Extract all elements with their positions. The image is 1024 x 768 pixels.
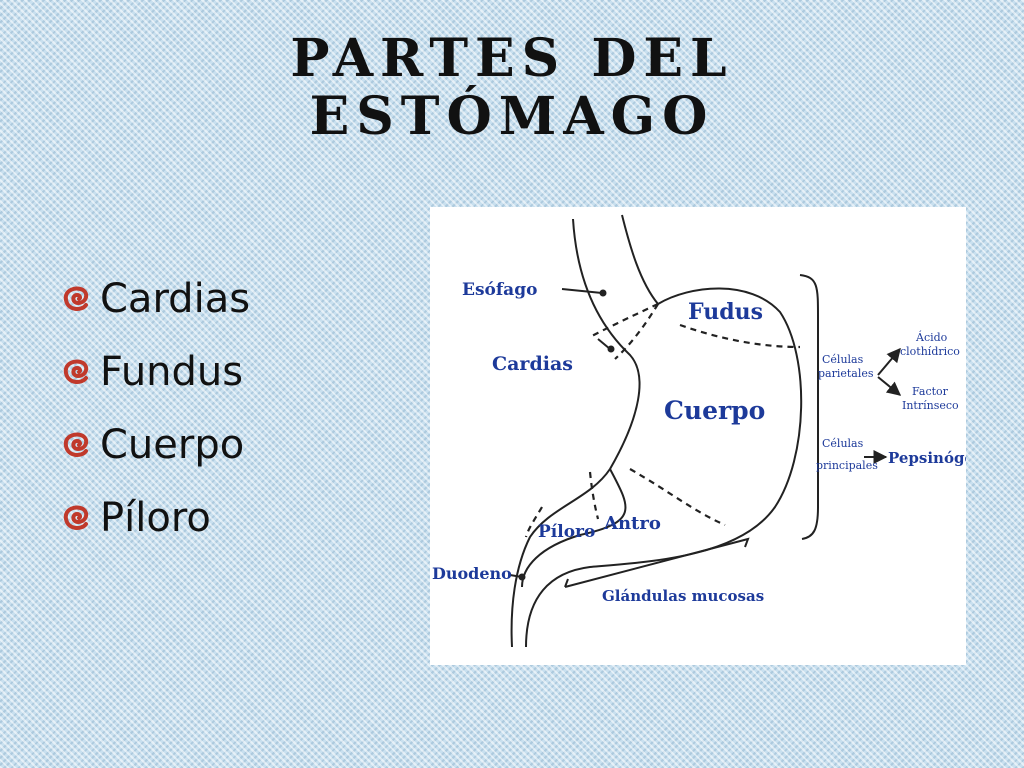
list-item: Píloro bbox=[62, 481, 250, 554]
label-glandulas: Glándulas mucosas bbox=[602, 587, 764, 605]
list-item: Cardias bbox=[62, 262, 250, 335]
list-item: Fundus bbox=[62, 335, 250, 408]
label-factor-1: Factor bbox=[912, 385, 949, 398]
label-piloro: Píloro bbox=[538, 522, 595, 542]
swirl-icon bbox=[63, 431, 89, 457]
stomach-outline bbox=[525, 287, 803, 648]
label-cardias: Cardias bbox=[492, 353, 573, 375]
label-duodeno: Duodeno bbox=[432, 564, 512, 583]
duodenum-inner bbox=[521, 468, 627, 588]
label-celulas-principales-2: principales bbox=[816, 459, 878, 472]
label-celulas-parietales-1: Células bbox=[822, 353, 864, 366]
title-line-2: Estómago bbox=[309, 86, 715, 147]
cardias-border-2 bbox=[614, 303, 659, 360]
pylorus-border-1 bbox=[588, 471, 600, 520]
bullet-text: Cardias bbox=[100, 275, 251, 322]
title-line-1: Partes del bbox=[290, 28, 734, 89]
swirl-icon bbox=[63, 285, 89, 311]
label-fudus: Fudus bbox=[688, 299, 763, 325]
swirl-icon bbox=[63, 358, 89, 384]
bullet-text: Píloro bbox=[100, 494, 211, 541]
esophagus-outline bbox=[510, 218, 641, 648]
label-cuerpo: Cuerpo bbox=[664, 396, 765, 425]
fundus-border bbox=[679, 323, 801, 349]
cardias-border-1 bbox=[589, 303, 659, 338]
label-celulas-parietales-2: parietales bbox=[818, 367, 874, 380]
slide-title: Partes del Estómago bbox=[0, 30, 1024, 146]
bullet-text: Fundus bbox=[100, 348, 244, 395]
stomach-drawing: Esófago Fudus Cardias Cuerpo Píloro Antr… bbox=[432, 214, 966, 648]
antrum-border bbox=[629, 468, 726, 527]
esophagus-inner bbox=[621, 214, 659, 305]
bullet-text: Cuerpo bbox=[100, 421, 245, 468]
bullet-list: Cardias Fundus Cuerpo Píloro bbox=[62, 262, 250, 554]
cells-bracket bbox=[799, 274, 819, 540]
swirl-icon bbox=[63, 504, 89, 530]
glands-bracket bbox=[564, 537, 750, 588]
stomach-diagram: Esófago Fudus Cardias Cuerpo Píloro Antr… bbox=[430, 207, 966, 665]
label-celulas-principales-1: Células bbox=[822, 437, 864, 450]
label-acido-1: Ácido bbox=[915, 330, 948, 344]
label-pepsinogeno: Pepsinógeno bbox=[888, 449, 966, 467]
label-antro: Antro bbox=[603, 513, 661, 534]
label-esofago: Esófago bbox=[462, 280, 537, 300]
label-factor-2: Intrínseco bbox=[902, 399, 959, 412]
pylorus-border-2 bbox=[524, 506, 543, 538]
list-item: Cuerpo bbox=[62, 408, 250, 481]
label-acido-2: clothídrico bbox=[900, 345, 960, 358]
